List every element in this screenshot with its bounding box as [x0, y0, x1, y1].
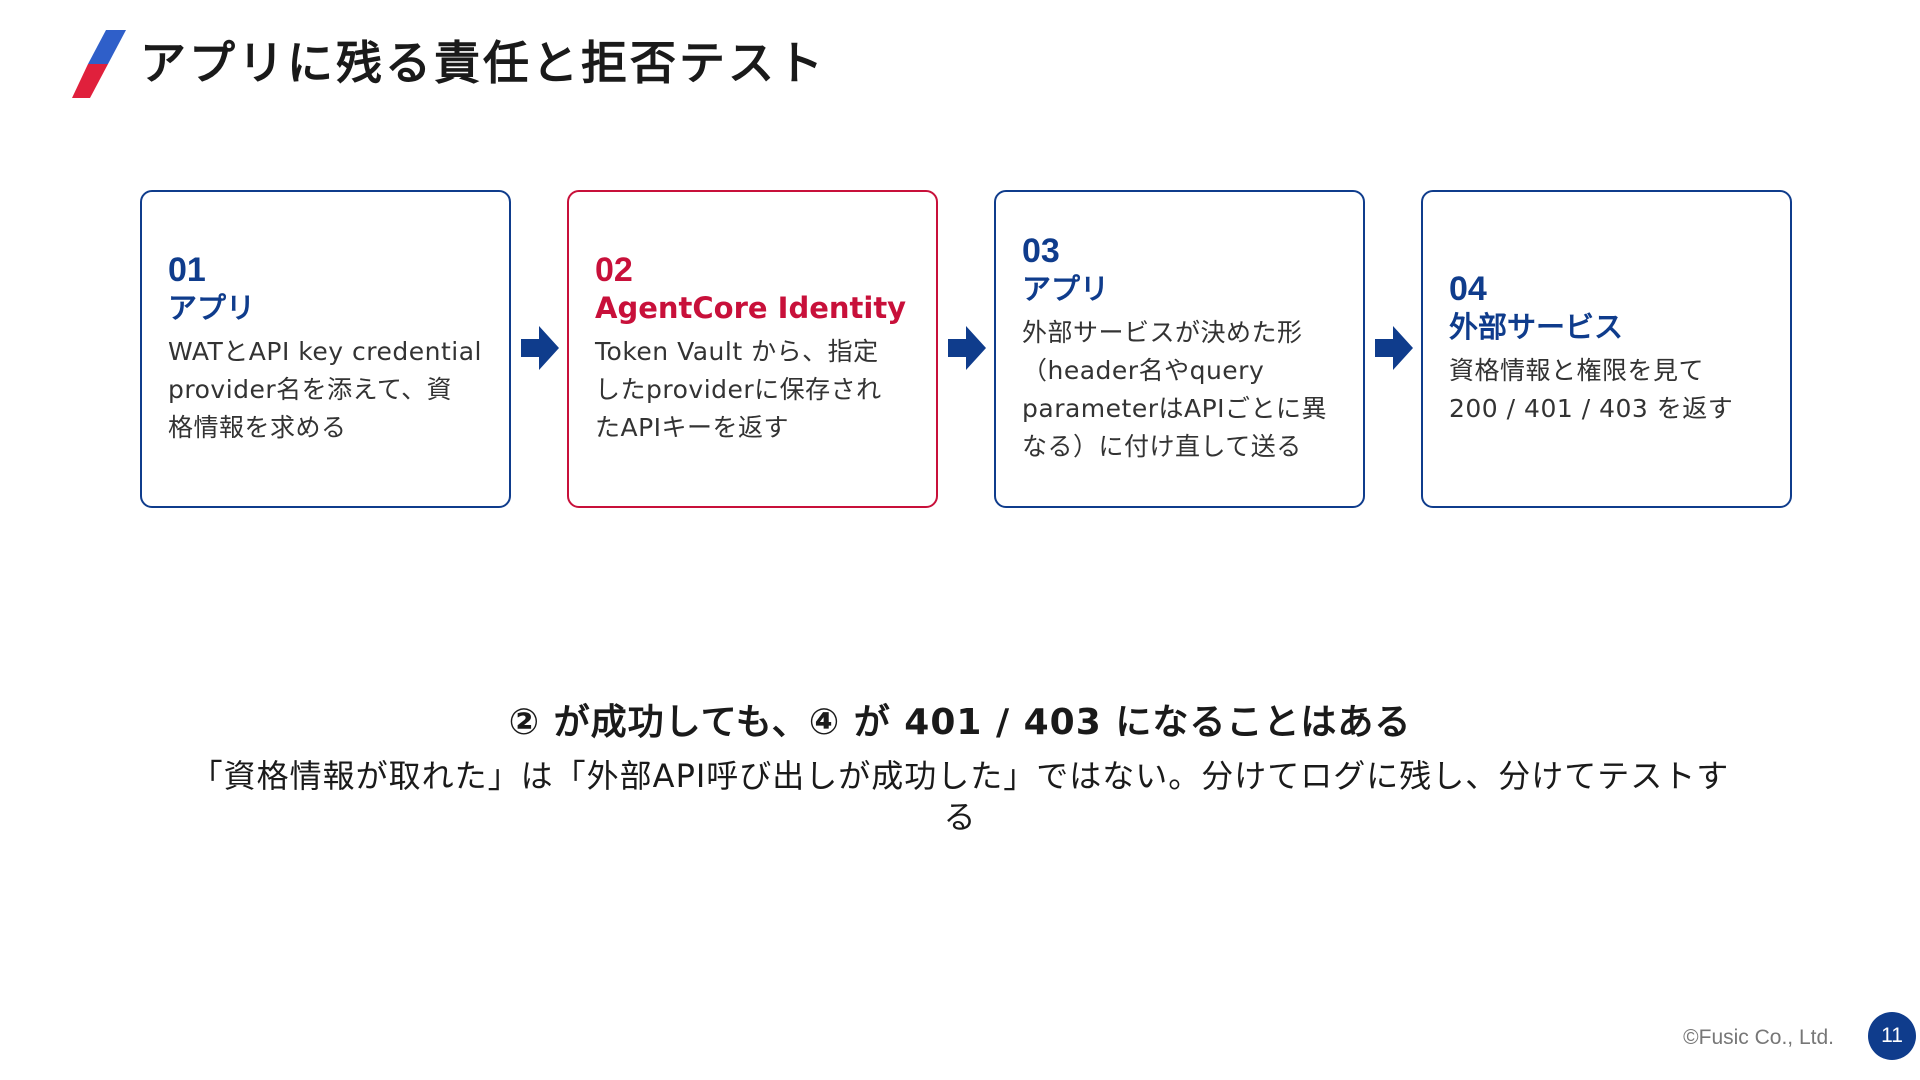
step-description-line: 200 / 401 / 403 を返す [1449, 394, 1734, 424]
step-number: 02 [595, 250, 633, 289]
step-description: Token Vault から、指定 したproviderに保存され たAPIキー… [595, 333, 910, 447]
step-title: アプリ [1022, 271, 1110, 306]
step-card-04: 04 外部サービス 資格情報と権限を見て 200 / 401 / 403 を返す [1421, 190, 1792, 508]
title-accent-icon [72, 30, 126, 98]
step-number: 04 [1449, 269, 1487, 308]
step-description-line: したproviderに保存され [595, 375, 882, 405]
arrow-right-icon [948, 326, 986, 370]
step-card-03: 03 アプリ 外部サービスが決めた形 （header名やquery parame… [994, 190, 1365, 508]
step-card-02: 02 AgentCore Identity Token Vault から、指定 … [567, 190, 938, 508]
process-flow: 01 アプリ WATとAPI key credential provider名を… [140, 190, 1794, 512]
step-title: アプリ [168, 290, 256, 325]
page-number-badge: 11 [1868, 1012, 1916, 1060]
step-description-line: 外部サービスが決めた形 [1022, 318, 1303, 348]
step-description-line: 格情報を求める [168, 413, 347, 443]
step-description-line: parameterはAPIごとに異 [1022, 394, 1328, 424]
key-message: ② が成功しても、④ が 401 / 403 になることはある [508, 702, 1412, 743]
arrow-right-icon [521, 326, 559, 370]
step-description: WATとAPI key credential provider名を添えて、資 格… [168, 333, 483, 447]
step-description-line: 資格情報と権限を見て [1449, 356, 1705, 386]
arrow-right-icon [1375, 326, 1413, 370]
copyright: ©Fusic Co., Ltd. [1683, 1026, 1834, 1049]
step-title: AgentCore Identity [595, 290, 907, 325]
step-description-line: たAPIキーを返す [595, 413, 790, 443]
step-description-line: WATとAPI key credential [168, 337, 482, 367]
step-card-01: 01 アプリ WATとAPI key credential provider名を… [140, 190, 511, 508]
step-title: 外部サービス [1449, 309, 1624, 344]
step-description-line: なる）に付け直して送る [1022, 432, 1302, 462]
step-number: 01 [168, 250, 206, 289]
sub-message: 「資格情報が取れた」は「外部API呼び出しが成功した」ではない。分けてログに残し… [190, 757, 1730, 836]
step-description: 外部サービスが決めた形 （header名やquery parameterはAPI… [1022, 314, 1337, 466]
step-description-line: provider名を添えて、資 [168, 375, 453, 405]
page-title: アプリに残る責任と拒否テスト [140, 36, 826, 90]
step-description: 資格情報と権限を見て 200 / 401 / 403 を返す [1449, 352, 1764, 428]
step-description-line: （header名やquery [1022, 356, 1265, 386]
step-description-line: Token Vault から、指定 [595, 337, 879, 367]
step-number: 03 [1022, 231, 1060, 270]
